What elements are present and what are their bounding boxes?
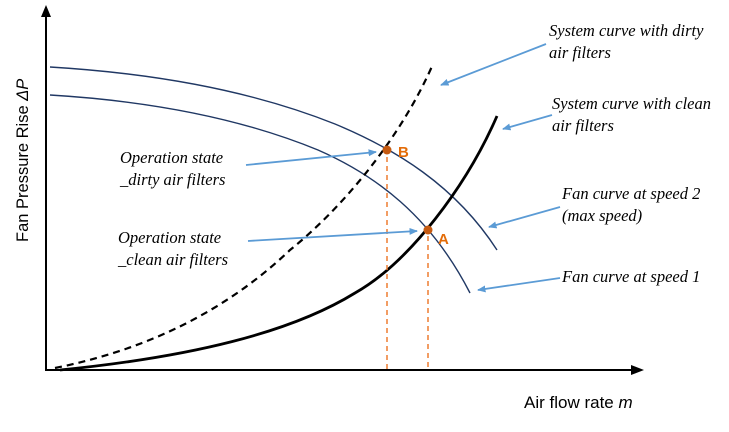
arrow-system-clean-icon <box>502 114 553 131</box>
system-curve-clean <box>59 115 499 372</box>
annotation-fan-curve-speed2: Fan curve at speed 2 (max speed) <box>562 184 701 225</box>
fan-curve-speed2 <box>49 66 498 251</box>
annotation-fan-curve-speed1: Fan curve at speed 1 <box>562 267 701 286</box>
x-axis-title-text: Air flow rate <box>524 393 619 412</box>
y-axis-title: Fan Pressure Rise ΔP <box>14 79 33 242</box>
arrow-system-dirty-icon <box>440 43 547 86</box>
arrow-fan-speed1-icon <box>477 277 561 293</box>
annotation-system-curve-dirty: System curve with dirty air filters <box>549 21 704 62</box>
fan-curve-speed1 <box>49 94 471 294</box>
point-a-label: A <box>438 231 449 248</box>
annotation-operation-state-dirty: Operation state _dirty air filters <box>120 148 226 189</box>
x-axis-symbol: m <box>618 393 633 412</box>
annotation-operation-state-clean: Operation state _clean air filters <box>118 228 228 269</box>
arrow-fan-speed2-icon <box>488 206 561 229</box>
point-b-label: B <box>398 144 409 161</box>
arrow-operation-dirty-icon <box>245 149 377 166</box>
arrow-operation-clean-icon <box>247 227 418 242</box>
operating-point-b <box>382 145 392 155</box>
x-axis-arrowhead-icon <box>631 365 644 375</box>
x-axis-title: Air flow rate m <box>524 393 633 413</box>
annotation-system-curve-clean: System curve with clean air filters <box>552 94 711 135</box>
operating-point-a <box>423 225 433 235</box>
y-axis-title-text: Fan Pressure Rise <box>14 100 32 242</box>
system-curve-dirty <box>54 63 435 370</box>
y-axis-symbol: ΔP <box>14 78 32 101</box>
y-axis-arrowhead-icon <box>41 5 51 17</box>
